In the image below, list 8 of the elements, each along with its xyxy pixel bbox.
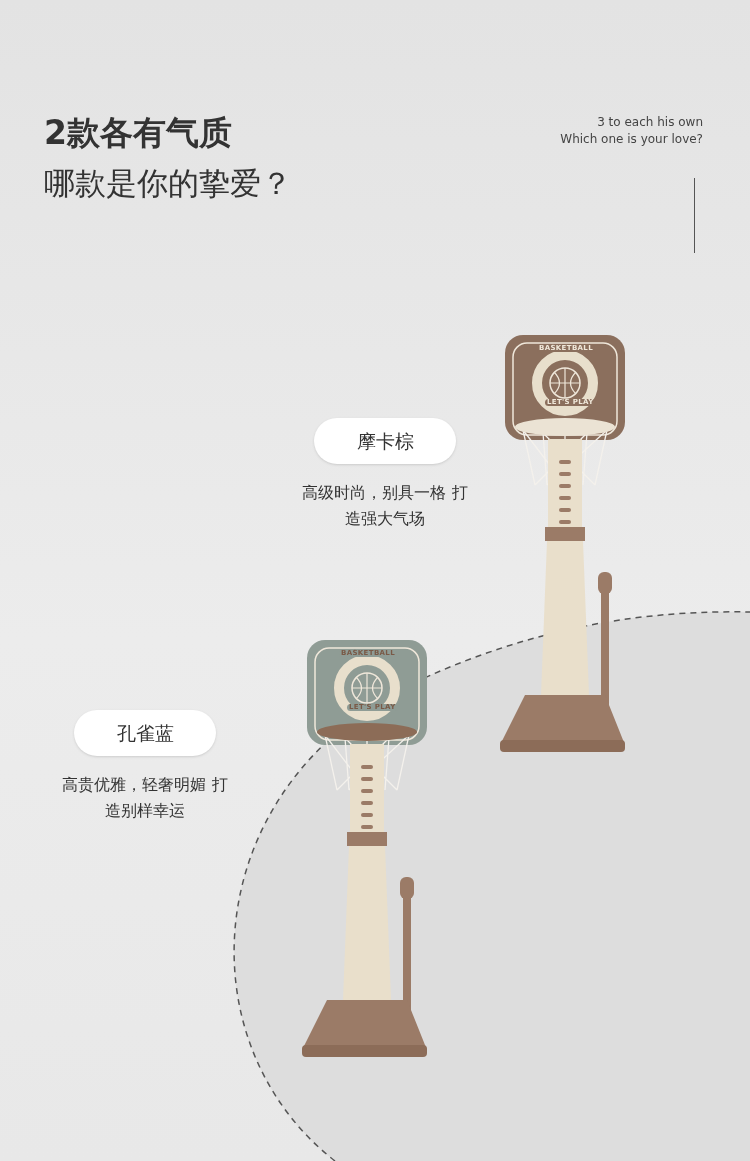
english-tagline: 3 to each his own [597, 114, 703, 131]
title: 2款各有气质 [44, 112, 232, 154]
english-tagline: Which one is your love? [560, 131, 703, 148]
color-name-pill: 摩卡棕 [314, 418, 456, 464]
color-name-pill: 孔雀蓝 [74, 710, 216, 756]
subtitle: 哪款是你的挚爱？ [44, 164, 292, 203]
description-text: 高贵优雅，轻奢明媚 打造别样幸运 [61, 774, 229, 822]
description-text: 高级时尚，别具一格 打造强大气场 [301, 482, 469, 530]
